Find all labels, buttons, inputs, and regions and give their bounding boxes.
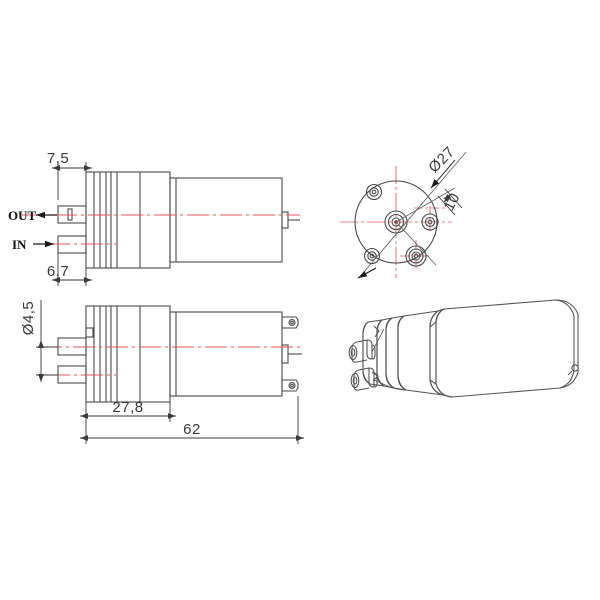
dimension-6-7: 6,7 [47, 253, 92, 286]
iso-port-tube-upper [348, 339, 376, 363]
in-port-tube [57, 235, 87, 254]
dimension-62-text: 62 [183, 421, 201, 438]
mounting-hole-top-left [365, 183, 383, 201]
mounting-ear-bottom [281, 379, 299, 392]
out-label-text: OUT [8, 208, 37, 223]
mounting-hole-bottom-left [363, 247, 381, 265]
dimension-62: 62 [80, 396, 304, 444]
body-outer-circle [354, 180, 438, 264]
dimension-7-5: 7,5 [47, 150, 92, 200]
port-circle-right [421, 213, 439, 231]
side-view-centerlines [40, 346, 302, 376]
motor-shaft-stub [281, 211, 300, 229]
dimension-27-8: 27,8 [80, 399, 176, 422]
bolt-circle-arrow-icon [357, 267, 377, 279]
in-label-text: IN [12, 237, 27, 252]
view-side-elevation [57, 305, 302, 403]
out-port-tube [57, 205, 87, 224]
side-out-port-tube [57, 337, 87, 356]
side-in-port-tube [57, 365, 87, 384]
iso-port-tube-lower [350, 367, 378, 391]
dimension-7-5-text: 7,5 [47, 150, 69, 167]
port-circle-bottom-right [405, 245, 427, 267]
dimension-10: 10 [437, 188, 464, 216]
port-label-out: OUT [8, 208, 57, 223]
dimension-6-7-text: 6,7 [47, 263, 69, 280]
dimension-10-text: 10 [440, 190, 463, 214]
dimension-27-8-text: 27,8 [112, 399, 143, 416]
side-shaft-stub [281, 344, 302, 364]
iso-detail-lines [371, 328, 407, 391]
front-view-centerlines [22, 214, 300, 245]
iso-front-cap [362, 319, 385, 387]
mounting-ear-top [281, 316, 299, 329]
bolt-circle-leader [363, 151, 467, 273]
dimension-dia4-5-text: Ø4,5 [20, 301, 37, 336]
dimension-dia4-5: Ø4,5 [20, 300, 58, 382]
pump-head-outline [85, 171, 171, 269]
view-front-elevation [57, 171, 300, 269]
port-label-in: IN [12, 237, 54, 252]
view-isometric-3d [348, 299, 579, 398]
